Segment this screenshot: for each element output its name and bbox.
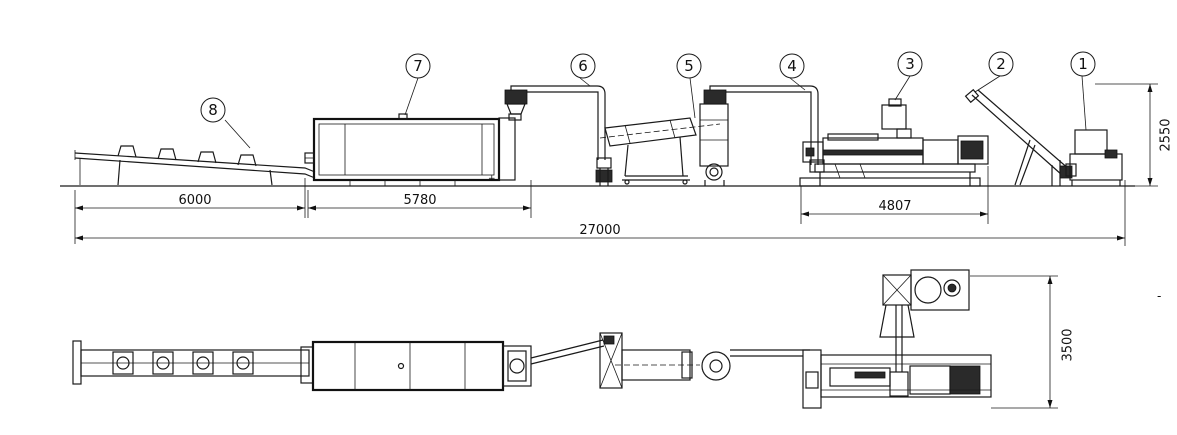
dim-2550: 2550 <box>1159 118 1174 151</box>
balloon-1: 1 <box>1070 51 1096 77</box>
extruder-plan <box>802 349 992 409</box>
dim-27000: 27000 <box>579 223 620 238</box>
balloon-4: 4 <box>779 53 805 79</box>
stray-mark: - <box>1157 289 1161 303</box>
svg-text:5: 5 <box>684 57 694 75</box>
pipe-plan-6 <box>530 332 623 389</box>
balloon-6: 6 <box>570 53 596 79</box>
pipe-plan-4 <box>730 349 810 357</box>
balloon-2: 2 <box>988 51 1014 77</box>
svg-text:4: 4 <box>787 57 797 75</box>
svg-text:6: 6 <box>578 57 588 75</box>
balloon-7: 7 <box>405 53 431 79</box>
svg-text:7: 7 <box>413 57 423 75</box>
mixer-elevation <box>1065 129 1123 186</box>
cooling-conveyor-elevation <box>74 145 316 186</box>
dim-plan-width: 3500 <box>970 275 1076 409</box>
svg-text:+: + <box>488 174 496 184</box>
svg-text:1: 1 <box>1078 55 1088 73</box>
dryer-plan <box>311 340 532 392</box>
dryer-elevation: + <box>304 113 516 186</box>
plan-view: 3500 - <box>72 269 1161 409</box>
balloon-leaders <box>224 75 1087 149</box>
svg-text:8: 8 <box>208 101 218 119</box>
cooling-conveyor-plan <box>72 340 314 385</box>
svg-text:2: 2 <box>996 55 1006 73</box>
balloon-5: 5 <box>676 53 702 79</box>
dim-3500: 3500 <box>1061 328 1076 361</box>
elevation-view: + <box>60 51 1174 246</box>
balloons: 1 2 3 4 5 6 7 <box>200 51 1096 123</box>
pneumatic-conveyor-6 <box>504 85 613 186</box>
mixer-plan <box>879 269 970 372</box>
pneumatic-conveyor-4 <box>699 85 825 186</box>
flavoring-drum-elevation <box>599 117 721 185</box>
dim-4807: 4807 <box>878 199 911 214</box>
dim-5780: 5780 <box>403 193 436 208</box>
flavoring-drum-plan <box>615 349 731 381</box>
dim-6000: 6000 <box>178 193 211 208</box>
balloon-8: 8 <box>200 97 226 123</box>
extruder-elevation <box>799 98 989 187</box>
screw-conveyor-elevation <box>964 88 1073 186</box>
dimension-lines: 6000 5780 4807 27000 <box>74 83 1174 246</box>
svg-text:3: 3 <box>905 55 915 73</box>
balloon-3: 3 <box>897 51 923 77</box>
